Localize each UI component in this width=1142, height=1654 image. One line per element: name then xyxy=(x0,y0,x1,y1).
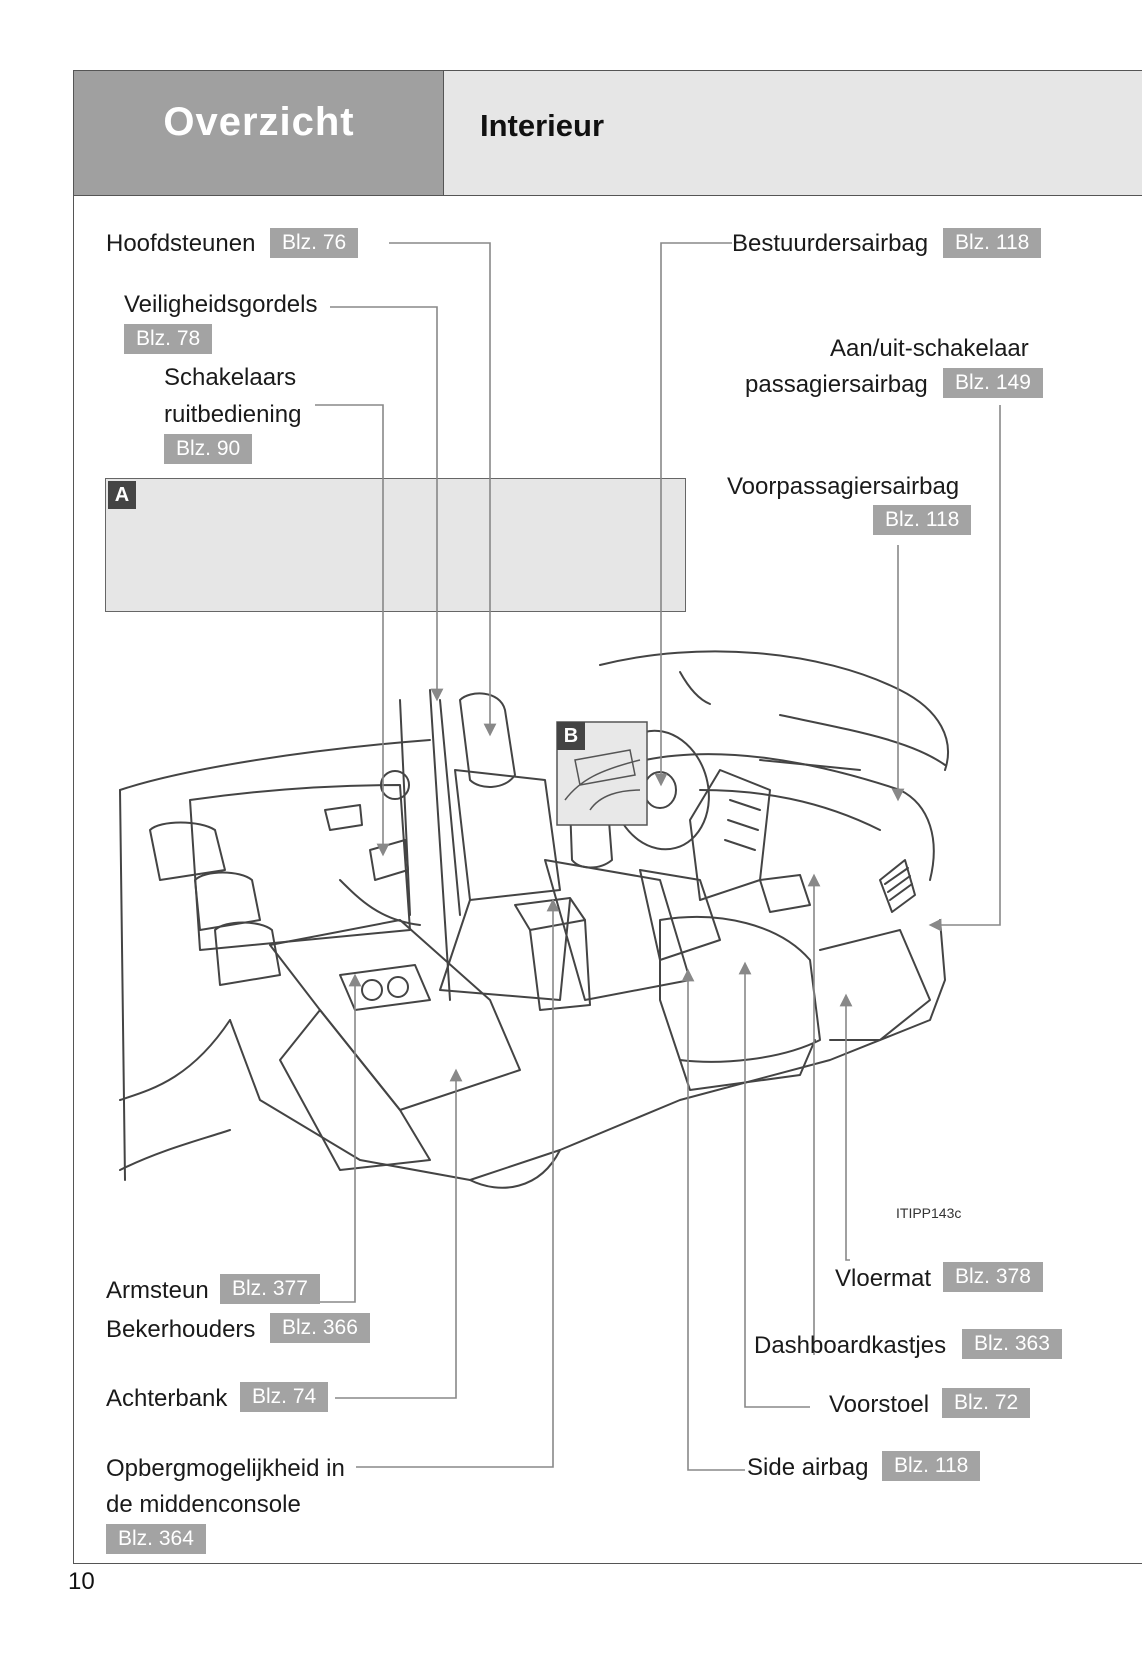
callout-driver-airbag-label: Bestuurdersairbag xyxy=(732,230,929,257)
callout-rear-seat-ref: Blz. 74 xyxy=(240,1382,329,1412)
callout-window-switches-label-1: Schakelaars xyxy=(164,364,297,391)
callout-window-switches-label-2: ruitbediening xyxy=(164,401,302,428)
callout-passenger-airbag-switch-label-1: Aan/uit-schakelaar xyxy=(830,335,1029,362)
callout-passenger-airbag-switch-ref: Blz. 149 xyxy=(943,368,1043,398)
callout-side-airbag-ref: Blz. 118 xyxy=(882,1451,981,1481)
callout-armrest-label: Armsteun xyxy=(106,1277,209,1304)
section-title: Overzicht xyxy=(163,100,355,144)
header-divider xyxy=(74,195,1142,196)
inset-a-tag: A xyxy=(108,481,136,509)
page-title: Interieur xyxy=(480,108,605,143)
callout-floor-mat-label: Vloermat xyxy=(835,1265,932,1292)
leader-lines xyxy=(315,242,1001,1471)
callout-front-seat-ref: Blz. 72 xyxy=(942,1388,1031,1418)
title-header xyxy=(444,71,1142,195)
callout-floor-mat-ref: Blz. 378 xyxy=(943,1262,1043,1292)
car-drawing xyxy=(119,650,949,1189)
section-header xyxy=(74,71,444,195)
image-code: ITIPP143c xyxy=(896,1205,962,1221)
callout-seatbelts-ref: Blz. 78 xyxy=(124,324,213,354)
page-frame xyxy=(73,70,1142,1564)
callout-console-storage-ref: Blz. 364 xyxy=(106,1524,206,1554)
inset-b-tag: B xyxy=(557,722,585,750)
callout-armrest-ref: Blz. 377 xyxy=(220,1274,320,1304)
callout-front-passenger-airbag-ref: Blz. 118 xyxy=(873,505,972,535)
inset-a-box: A xyxy=(105,478,686,612)
callout-front-passenger-airbag-label: Voorpassagiersairbag xyxy=(727,473,960,500)
callout-rear-seat-label: Achterbank xyxy=(106,1385,228,1412)
callout-glove-boxes-ref: Blz. 363 xyxy=(962,1329,1062,1359)
callout-passenger-airbag-switch-label-2: passagiersairbag xyxy=(745,371,928,398)
callout-headrests-label: Hoofdsteunen xyxy=(106,230,256,257)
callout-seatbelts-label: Veiligheidsgordels xyxy=(124,291,318,318)
callout-console-storage-label-1: Opbergmogelijkheid in xyxy=(106,1455,345,1482)
page-number: 10 xyxy=(68,1568,95,1595)
callout-cup-holders-label: Bekerhouders xyxy=(106,1316,256,1343)
callout-glove-boxes-label: Dashboardkastjes xyxy=(754,1332,947,1359)
callout-side-airbag-label: Side airbag xyxy=(747,1454,869,1481)
callout-console-storage-label-2: de middenconsole xyxy=(106,1491,301,1518)
callout-headrests-ref: Blz. 76 xyxy=(270,228,359,258)
callout-cup-holders-ref: Blz. 366 xyxy=(270,1313,370,1343)
callout-front-seat-label: Voorstoel xyxy=(829,1391,930,1418)
callout-driver-airbag-ref: Blz. 118 xyxy=(943,228,1042,258)
callout-window-switches-ref: Blz. 90 xyxy=(164,434,253,464)
